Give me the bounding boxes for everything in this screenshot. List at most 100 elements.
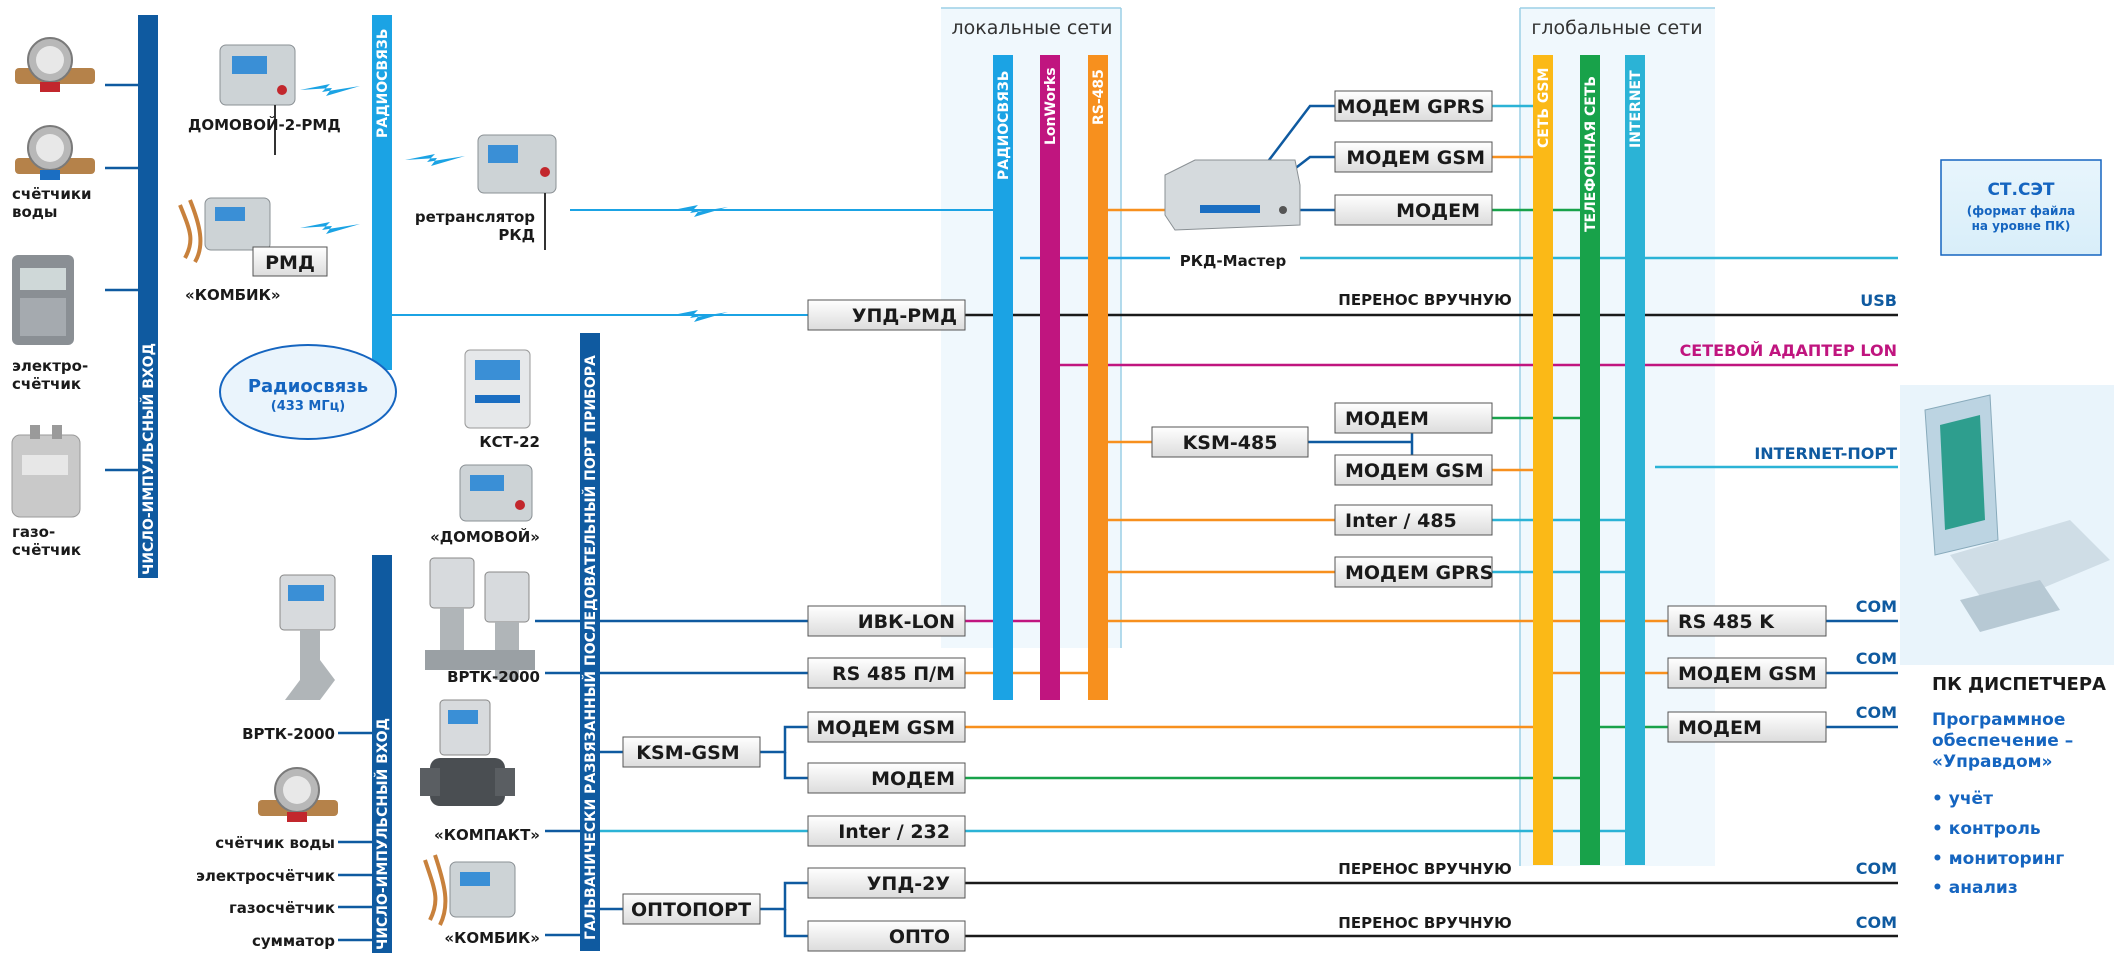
svg-text:МОДЕМ GPRS: МОДЕМ GPRS <box>1345 562 1493 584</box>
retranslator-label-2: РКД <box>498 226 535 244</box>
electric-meter-label-1: электро- <box>12 357 88 375</box>
water-meters-label-2: воды <box>12 203 57 221</box>
com-label-5: COM <box>1856 913 1897 932</box>
modem-lower-box: МОДЕМ <box>807 762 966 794</box>
pc-software-3: «Управдом» <box>1932 752 2053 772</box>
rs485k-box: RS 485 K <box>1667 605 1827 637</box>
radio-bar-label: РАДИОСВЯЗЬ <box>375 28 391 138</box>
radio-bolts <box>300 84 728 322</box>
domovoy-2-rmd-label: ДОМОВОЙ-2-РМД <box>188 115 341 134</box>
rkd-master-icon <box>1164 159 1301 231</box>
global-networks-label: глобальные сети <box>1531 17 1702 39</box>
modem-gprs-top-box: МОДЕМ GPRS <box>1334 90 1493 122</box>
gas-bottom-label: газосчётчик <box>229 899 335 917</box>
lon-adapter-label: СЕТЕВОЙ АДАПТЕР LON <box>1680 341 1897 360</box>
modem-gprs-mid-box: МОДЕМ GPRS <box>1334 556 1493 588</box>
com-label-2: COM <box>1856 649 1897 668</box>
svg-text:МОДЕМ GSM: МОДЕМ GSM <box>1678 663 1817 685</box>
vertical-bars: ЧИСЛО-ИМПУЛЬСНЫЙ ВХОД РАДИОСВЯЗЬ ГАЛЬВАН… <box>138 15 1645 953</box>
svg-text:ОПТОПОРТ: ОПТОПОРТ <box>631 899 751 921</box>
svg-text:УПД-2У: УПД-2У <box>867 873 951 895</box>
modem-mid-box: МОДЕМ <box>1334 402 1493 434</box>
water-meter-icon <box>15 125 95 180</box>
vrtk2000-b-label: ВРТК-2000 <box>242 725 335 743</box>
summator-label: сумматор <box>252 932 335 950</box>
svg-text:МОДЕМ GSM: МОДЕМ GSM <box>816 717 955 739</box>
opto-box: ОПТО <box>807 920 966 952</box>
kompakt-icon <box>420 699 515 806</box>
svg-text:РМД: РМД <box>265 252 315 274</box>
inter485-box: Inter / 485 <box>1334 504 1493 536</box>
text-labels: счётчики воды электро- счётчик газо- счё… <box>12 115 1512 950</box>
modem-right-box: МОДЕМ <box>1667 711 1827 743</box>
device-icons <box>11 37 2114 926</box>
svg-text:МОДЕМ: МОДЕМ <box>1678 717 1762 739</box>
vrtk2000-a-label: ВРТК-2000 <box>447 668 540 686</box>
ivk-lon-box: ИВК-LON <box>807 605 966 637</box>
pulse-input-bottom-label: ЧИСЛО-ИМПУЛЬСНЫЙ ВХОД <box>374 718 391 950</box>
svg-text:МОДЕМ: МОДЕМ <box>1396 200 1480 222</box>
svg-text:МОДЕМ GSM: МОДЕМ GSM <box>1346 147 1485 169</box>
water-meters-label-1: счётчики <box>12 185 92 203</box>
electric-meter-icon <box>12 255 74 345</box>
retranslator-icon <box>477 134 557 250</box>
svg-text:МОДЕМ: МОДЕМ <box>1345 408 1429 430</box>
local-radio-label: РАДИОСВЯЗЬ <box>996 70 1012 180</box>
manual-transfer-label-1: ПЕРЕНОС ВРУЧНУЮ <box>1338 291 1511 309</box>
svg-text:МОДЕМ GSM: МОДЕМ GSM <box>1345 460 1484 482</box>
svg-text:ИВК-LON: ИВК-LON <box>858 611 955 633</box>
com-label-4: COM <box>1856 859 1897 878</box>
com-label-3: COM <box>1856 703 1897 722</box>
ksm485-box: KSM-485 <box>1151 426 1309 458</box>
modem-gsm-right-box: МОДЕМ GSM <box>1667 657 1827 689</box>
stset-title: СТ.СЭТ <box>1987 180 2054 200</box>
right-labels: USB СЕТЕВОЙ АДАПТЕР LON INTERNET-ПОРТ CO… <box>1680 291 1898 932</box>
stset-line-1: (формат файла <box>1967 204 2076 218</box>
boxes: РМД УПД-РМД ИВК-LON RS 485 П/М KSM-GSM М… <box>252 90 1827 952</box>
radio-ellipse-title: Радиосвязь <box>248 376 368 397</box>
rs485-label: RS-485 <box>1091 69 1107 125</box>
ksm-gsm-box: KSM-GSM <box>622 736 761 768</box>
svg-text:RS 485 K: RS 485 K <box>1678 611 1775 633</box>
stset-line-2: на уровне ПК) <box>1972 219 2071 233</box>
internet-port-label: INTERNET-ПОРТ <box>1754 444 1897 463</box>
water-bottom-label: счётчик воды <box>215 834 335 852</box>
pc-software-2: обеспечение – <box>1932 731 2073 751</box>
svg-text:Inter / 232: Inter / 232 <box>838 821 950 843</box>
svg-text:KSM-GSM: KSM-GSM <box>636 742 739 764</box>
svg-text:RS 485 П/М: RS 485 П/М <box>832 663 955 685</box>
pc-feature-2: • контроль <box>1932 819 2041 839</box>
galvanic-port-label: ГАЛЬВАНИЧЕСКИ РАЗВЯЗАННЫЙ ПОСЛЕДОВАТЕЛЬН… <box>582 355 599 940</box>
domovoy-2-rmd-icon <box>219 44 296 155</box>
kst22-icon <box>464 349 531 429</box>
water-meter-icon <box>15 37 95 92</box>
connection-lines <box>105 83 1898 942</box>
domovoy-icon <box>459 464 533 522</box>
pc-feature-3: • мониторинг <box>1932 849 2064 869</box>
kst22-label: КСТ-22 <box>479 433 540 451</box>
manual-transfer-label-2: ПЕРЕНОС ВРУЧНУЮ <box>1338 860 1511 878</box>
usb-label: USB <box>1860 291 1897 310</box>
kombik-radio-label: «КОМБИК» <box>185 286 281 304</box>
electric-bottom-label: электросчётчик <box>196 867 335 885</box>
stset-box: СТ.СЭТ (формат файла на уровне ПК) <box>1940 159 2102 256</box>
svg-text:KSM-485: KSM-485 <box>1183 432 1278 454</box>
dispatcher-pc-icon <box>1900 385 2114 665</box>
retranslator-label-1: ретранслятор <box>415 208 535 226</box>
svg-text:МОДЕМ GPRS: МОДЕМ GPRS <box>1337 96 1485 118</box>
modem-gsm-top-box: МОДЕМ GSM <box>1334 141 1493 173</box>
pc-feature-1: • учёт <box>1932 789 1993 809</box>
optoport-box: ОПТОПОРТ <box>622 893 761 925</box>
kombik-serial-label: «КОМБИК» <box>444 929 540 947</box>
pc-feature-4: • анализ <box>1932 878 2018 898</box>
svg-text:Inter / 485: Inter / 485 <box>1345 510 1457 532</box>
internet-label: INTERNET <box>1628 70 1644 148</box>
phone-net-label: ТЕЛЕФОННАЯ СЕТЬ <box>1583 76 1599 232</box>
manual-transfer-label-3: ПЕРЕНОС ВРУЧНУЮ <box>1338 914 1511 932</box>
upd-2u-box: УПД-2У <box>807 867 966 899</box>
electric-meter-label-2: счётчик <box>12 375 81 393</box>
modem-gsm-lower-box: МОДЕМ GSM <box>807 711 966 743</box>
rmd-box: РМД <box>252 246 328 277</box>
rs485-pm-box: RS 485 П/М <box>807 657 966 689</box>
gas-meter-label-1: газо- <box>12 523 55 541</box>
